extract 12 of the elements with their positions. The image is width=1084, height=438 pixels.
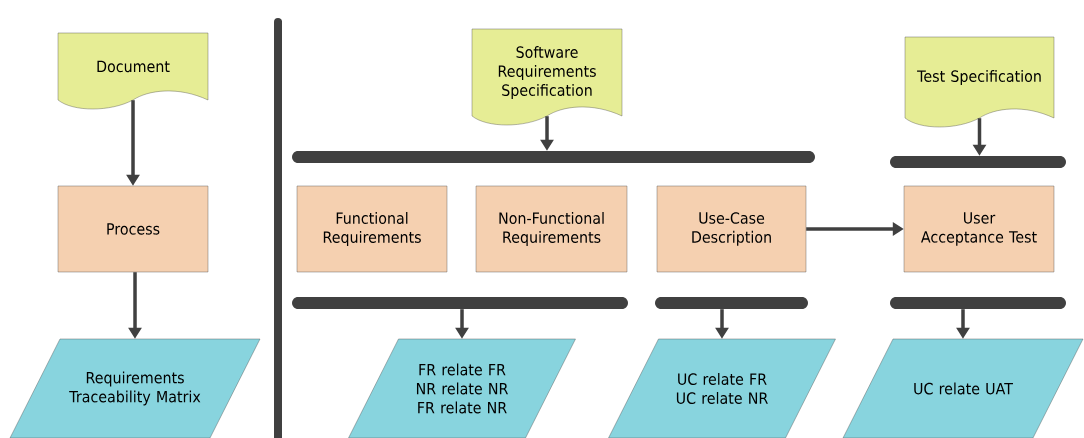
bar [655, 297, 808, 309]
process-box: User Acceptance Test [903, 185, 1055, 273]
bar [890, 297, 1066, 309]
process-box: Functional Requirements [296, 185, 448, 273]
data-parallelogram: Requirements Traceability Matrix [9, 338, 261, 438]
process-box: Use-Case Description [656, 185, 807, 273]
data-parallelogram: UC relate UAT [842, 338, 1084, 438]
data-parallelogram: UC relate FR UC relate NR [608, 338, 836, 438]
bar [292, 297, 628, 309]
process-box: Process [57, 185, 209, 273]
process-box: Non-Functional Requirements [475, 185, 628, 273]
data-parallelogram: FR relate FR NR relate NR FR relate NR [348, 338, 576, 438]
